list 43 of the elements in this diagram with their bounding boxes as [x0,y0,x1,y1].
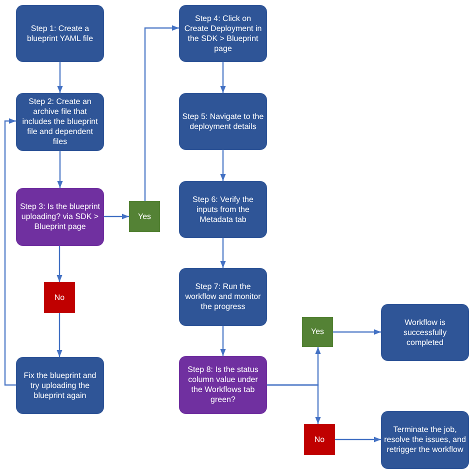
process-box [16,5,104,62]
yes-box [129,201,160,232]
arrow [144,25,179,201]
no-box [304,424,335,455]
process-box [381,304,469,361]
arrow [220,326,226,356]
process-box [179,268,267,326]
yes-box [302,317,333,347]
process-box [381,411,469,469]
box-text: Step 7: Run the workflow and monitor the progress [184,282,262,312]
box-text: Step 3: Is the blueprint uploading? via SDK > Blueprint page [19,202,101,232]
box-text: Fix the blueprint and try uploading the blueprint again [22,370,98,400]
no-box [44,282,75,313]
box-text: Step 6: Verify the inputs from the Metadata tab [192,194,254,224]
arrow [104,214,129,220]
decision-box [16,188,104,246]
arrow [56,313,62,357]
arrow [56,246,62,282]
box-text: Step 2: Create an archive file that includes the blueprint file and dependent files [21,97,99,147]
box-text: Yes [310,327,324,337]
box-text: Step 5: Navigate to the deployment details [182,112,264,132]
arrow [335,436,381,442]
arrow [333,329,381,335]
arrow [220,238,226,268]
decision-box [179,356,267,414]
box-text: Yes [138,212,152,222]
box-text: No [54,292,65,302]
arrow [57,151,63,188]
box-text: Step 4: Click on Create Deployment in the SDK > Blueprint page [183,14,263,54]
process-box [16,357,104,414]
process-box [179,5,267,62]
box-text: Step 8: Is the status column value under the Workflows tab green? [186,365,260,405]
arrow [220,62,226,93]
box-text: No [314,434,325,444]
process-box [179,93,267,150]
box-text: Step 1: Create a blueprint YAML file [26,24,94,44]
arrow [4,118,16,386]
process-box [179,181,267,238]
arrow [267,384,321,424]
arrow [220,150,226,181]
arrow [57,62,63,93]
box-text: Workflow is successfully completed [402,318,448,348]
box-text: Terminate the job, resolve the issues, and retrigger the workflow [384,425,466,455]
